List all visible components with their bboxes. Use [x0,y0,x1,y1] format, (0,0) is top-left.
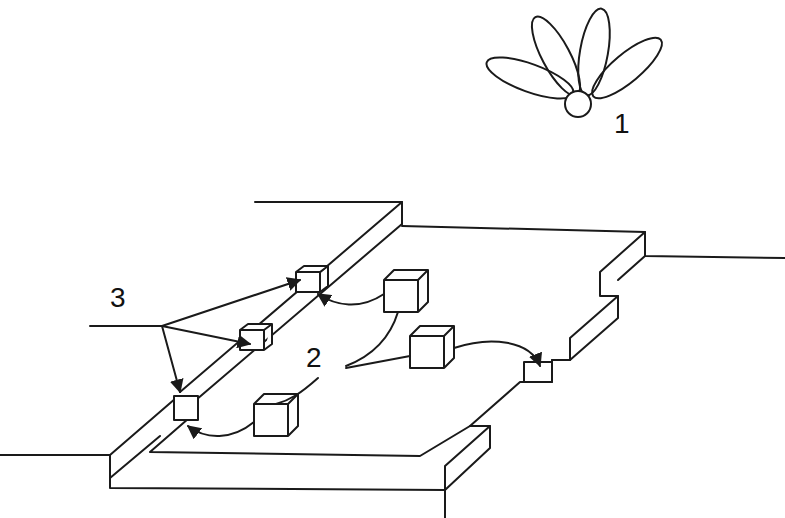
leader-lines [90,280,300,392]
leader-lines [276,312,410,404]
platform-outline [0,202,785,518]
callout-number: 1 [614,110,630,138]
flower-symbol [482,6,670,117]
slot-symbols [174,266,552,420]
transfer-arrows [188,294,540,436]
callout-number: 3 [110,284,126,312]
callout-number: 2 [306,344,322,372]
cube-symbols [254,270,454,436]
